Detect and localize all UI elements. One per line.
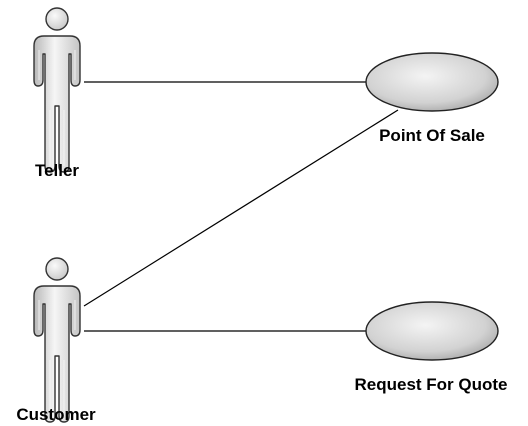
use-case-request-for-quote[interactable]: Request For Quote (354, 301, 508, 394)
use-case-point-of-sale[interactable]: Point Of Sale (365, 52, 499, 145)
use-case-request-for-quote-ellipse (365, 301, 499, 361)
actor-customer-icon (33, 257, 81, 423)
actor-teller-label: Teller (35, 161, 79, 180)
actor-teller-icon (33, 7, 81, 173)
use-case-point-of-sale-ellipse (365, 52, 499, 112)
use-case-request-for-quote-label: Request For Quote (354, 375, 507, 394)
use-case-point-of-sale-label: Point Of Sale (379, 126, 485, 145)
actor-customer[interactable]: Customer (16, 257, 96, 424)
associations (83, 81, 399, 332)
actor-customer-label: Customer (16, 405, 96, 424)
actor-teller[interactable]: Teller (33, 7, 81, 180)
association-customer-point-of-sale (83, 109, 399, 307)
